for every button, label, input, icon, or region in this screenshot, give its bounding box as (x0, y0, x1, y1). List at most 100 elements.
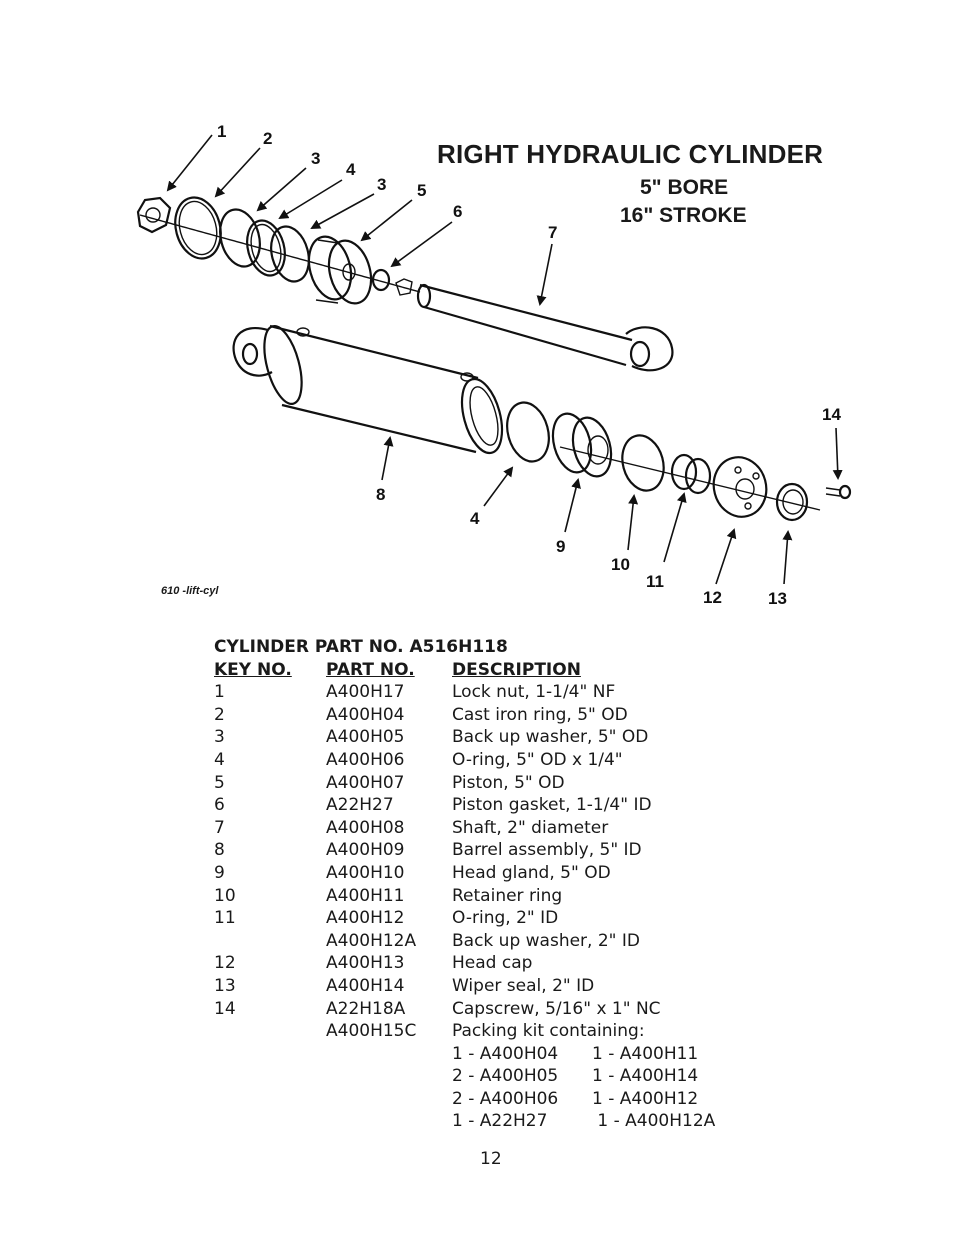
callout-4: 4 (346, 160, 356, 179)
callout-11: 11 (646, 572, 664, 591)
kit-row: 2 - A400H06 1 - A400H12 (214, 1088, 715, 1111)
row-part-number: A22H18A (326, 998, 406, 1019)
row-part-number: A400H14 (326, 975, 405, 996)
table-row: 1 A400H17 Lock nut, 1-1/4" NF (214, 681, 715, 704)
row-part-number: A400H05 (326, 727, 405, 748)
kit-item-left: 1 - A400H04 (452, 1043, 559, 1064)
row-part-number: A400H13 (326, 953, 405, 974)
page-number: 12 (480, 1149, 502, 1169)
table-row: 4 A400H06 O-ring, 5" OD x 1/4" (214, 749, 715, 772)
row-description: Piston, 5" OD (452, 772, 565, 793)
callout-5: 5 (417, 181, 426, 200)
exploded-diagram: 1 2 3 4 3 5 6 7 14 8 4 9 10 11 12 13 RIG… (136, 122, 852, 608)
kit-item-right: 1 - A400H11 (592, 1043, 699, 1064)
row-description: Head cap (452, 953, 533, 974)
row-key: 9 (214, 862, 225, 883)
row-description: Cast iron ring, 5" OD (452, 704, 628, 725)
row-key: 6 (214, 795, 225, 816)
callout-1: 1 (217, 122, 226, 141)
o-ring-lower-part (506, 401, 550, 463)
callout-7: 7 (548, 223, 557, 242)
callout-3b: 3 (377, 175, 386, 194)
kit-item-left: 2 - A400H06 (452, 1088, 559, 1109)
o-ring-part (246, 219, 286, 277)
callout-6: 6 (453, 202, 462, 221)
header-desc: DESCRIPTION (452, 659, 581, 680)
row-part-number: A400H17 (326, 682, 405, 703)
row-part-number: A400H08 (326, 817, 405, 838)
row-description: Retainer ring (452, 885, 563, 906)
header-part: PART NO. (326, 659, 415, 680)
diagram-title: RIGHT HYDRAULIC CYLINDER (437, 139, 824, 169)
barrel-part (232, 324, 504, 455)
row-key: 5 (214, 772, 225, 793)
piston-part (307, 235, 373, 305)
row-part-number: A400H06 (326, 749, 405, 770)
row-description: Piston gasket, 1-1/4" ID (452, 795, 652, 816)
row-key: 2 (214, 704, 225, 725)
small-o-ring-part (670, 453, 698, 491)
row-description: Packing kit containing: (452, 1021, 645, 1042)
row-description: Back up washer, 2" ID (452, 930, 640, 951)
row-key: 13 (214, 975, 236, 996)
row-description: Shaft, 2" diameter (452, 817, 609, 838)
row-key: 10 (214, 885, 236, 906)
header-key: KEY NO. (214, 659, 292, 680)
table-row: 12 A400H13 Head cap (214, 952, 715, 975)
table-row: 13 A400H14 Wiper seal, 2" ID (214, 975, 715, 998)
callout-12: 12 (703, 588, 722, 607)
kit-item-right: 1 - A400H12A (592, 1111, 716, 1132)
bore-label: 5" BORE (640, 176, 729, 199)
callout-8: 8 (376, 485, 385, 504)
callout-14: 14 (822, 405, 841, 424)
row-key (214, 1020, 326, 1043)
callout-4b: 4 (470, 509, 480, 528)
row-description: Capscrew, 5/16" x 1" NC (452, 998, 661, 1019)
head-gland-part (551, 412, 613, 478)
table-row: 6 A22H27 Piston gasket, 1-1/4" ID (214, 794, 715, 817)
back-up-washer-part (219, 208, 261, 268)
table-row: 7 A400H08 Shaft, 2" diameter (214, 817, 715, 840)
row-key: 4 (214, 749, 225, 770)
row-part-number: A400H15C (326, 1021, 417, 1042)
stroke-label: 16" STROKE (620, 204, 747, 227)
back-up-washer-2-part (270, 225, 310, 283)
retainer-ring-part (621, 434, 665, 492)
kit-row: 1 - A400H04 1 - A400H11 (214, 1043, 715, 1066)
callout-10: 10 (611, 555, 630, 574)
row-part-number: A22H27 (326, 795, 394, 816)
row-key: 3 (214, 727, 225, 748)
row-description: Back up washer, 5" OD (452, 727, 649, 748)
shaft-part (395, 278, 674, 372)
row-key: 7 (214, 817, 225, 838)
cast-iron-ring-part (174, 196, 222, 260)
row-key: 8 (214, 840, 225, 861)
callout-9: 9 (556, 537, 565, 556)
row-key: 11 (214, 908, 236, 929)
row-description: Lock nut, 1-1/4" NF (452, 682, 616, 703)
parts-table: CYLINDER PART NO. A516H118 KEY NO. PART … (214, 636, 715, 1133)
row-key: 12 (214, 953, 236, 974)
row-description: O-ring, 2" ID (452, 908, 559, 929)
table-caption: CYLINDER PART NO. A516H118 (214, 637, 508, 657)
kit-row: 1 - A22H27 1 - A400H12A (214, 1110, 715, 1133)
kit-item-right: 1 - A400H14 (592, 1066, 699, 1087)
row-part-number: A400H07 (326, 772, 405, 793)
row-key: 1 (214, 682, 225, 703)
row-description: Head gland, 5" OD (452, 862, 611, 883)
row-description: Wiper seal, 2" ID (452, 975, 595, 996)
row-description: Barrel assembly, 5" ID (452, 840, 642, 861)
table-body: 1 A400H17 Lock nut, 1-1/4" NF 2 A400H04 Cast … (214, 681, 715, 1043)
capscrew-part (825, 484, 852, 500)
row-part-number: A400H12A (326, 930, 417, 951)
row-part-number: A400H04 (326, 704, 405, 725)
callout-3: 3 (311, 149, 320, 168)
row-description: O-ring, 5" OD x 1/4" (452, 749, 623, 770)
table-row: 3 A400H05 Back up washer, 5" OD (214, 726, 715, 749)
kit-item-right: 1 - A400H12 (592, 1088, 699, 1109)
